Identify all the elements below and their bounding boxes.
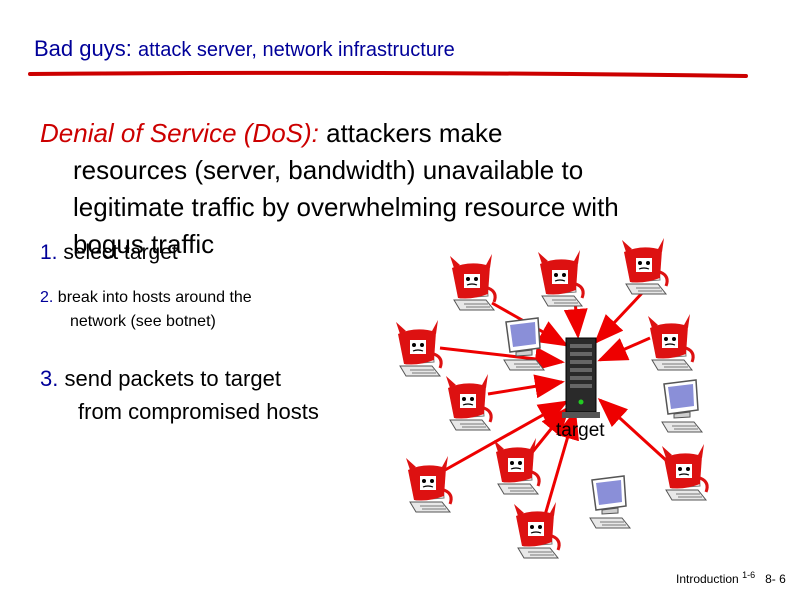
arrow-bot-4	[597, 336, 651, 362]
compromised-host-8	[406, 456, 451, 512]
normal-host-2	[661, 379, 703, 433]
step-2-text-cont: network (see botnet)	[70, 313, 216, 330]
target-server	[562, 337, 600, 418]
step-1-number: 1.	[40, 241, 58, 264]
step-3-number: 3.	[40, 366, 59, 391]
normal-host-1	[503, 317, 545, 371]
definition-line2: resources (server, bandwidth) unavailabl…	[73, 155, 584, 185]
step-3: 3. send packets to target from compromis…	[40, 362, 319, 428]
definition-line3: legitimate traffic by overwhelming resou…	[73, 192, 619, 222]
compromised-host-3	[622, 238, 667, 294]
arrow-bot-5	[439, 346, 565, 371]
arrow-bot-9	[543, 409, 579, 516]
title-main: Bad guys:	[34, 36, 132, 61]
definition-term: Denial of Service (DoS):	[40, 118, 319, 148]
step-2-number: 2.	[40, 289, 54, 306]
slide-title: Bad guys: attack server, network infrast…	[34, 36, 455, 62]
compromised-host-6	[446, 374, 491, 430]
arrow-bot-8	[444, 400, 569, 472]
compromised-host-4	[648, 314, 693, 370]
normal-host-3	[589, 475, 631, 529]
arrow-bot-6	[487, 374, 565, 399]
step-1: 1. select target	[40, 241, 178, 265]
footer-sup: 1-6	[742, 570, 756, 580]
definition-line1: attackers make	[326, 118, 503, 148]
step-1-text: select target	[63, 241, 178, 264]
target-label: target	[556, 420, 605, 441]
compromised-host-7	[494, 438, 539, 494]
page-number: 8- 6	[765, 572, 786, 586]
compromised-host-2	[538, 250, 583, 306]
arrow-bot-3	[593, 288, 647, 345]
step-2: 2. break into hosts around the network (…	[40, 286, 252, 334]
compromised-host-10	[662, 444, 707, 500]
dos-definition: Denial of Service (DoS): attackers make …	[40, 115, 780, 263]
footer-label: Introduction	[676, 572, 739, 586]
definition-line4: bogus traffic	[73, 229, 215, 259]
compromised-host-9	[514, 502, 559, 558]
title-underline	[28, 70, 748, 78]
step-3-text: send packets to target	[64, 366, 281, 391]
step-3-text-cont: from compromised hosts	[78, 399, 319, 424]
arrow-bot-10	[597, 397, 670, 464]
slide-footer: Introduction 1-6 8- 6	[676, 570, 786, 586]
step-2-text: break into hosts around the	[57, 289, 252, 306]
compromised-host-5	[396, 320, 441, 376]
title-subtitle: attack server, network infrastructure	[137, 39, 455, 61]
compromised-host-1	[450, 254, 495, 310]
